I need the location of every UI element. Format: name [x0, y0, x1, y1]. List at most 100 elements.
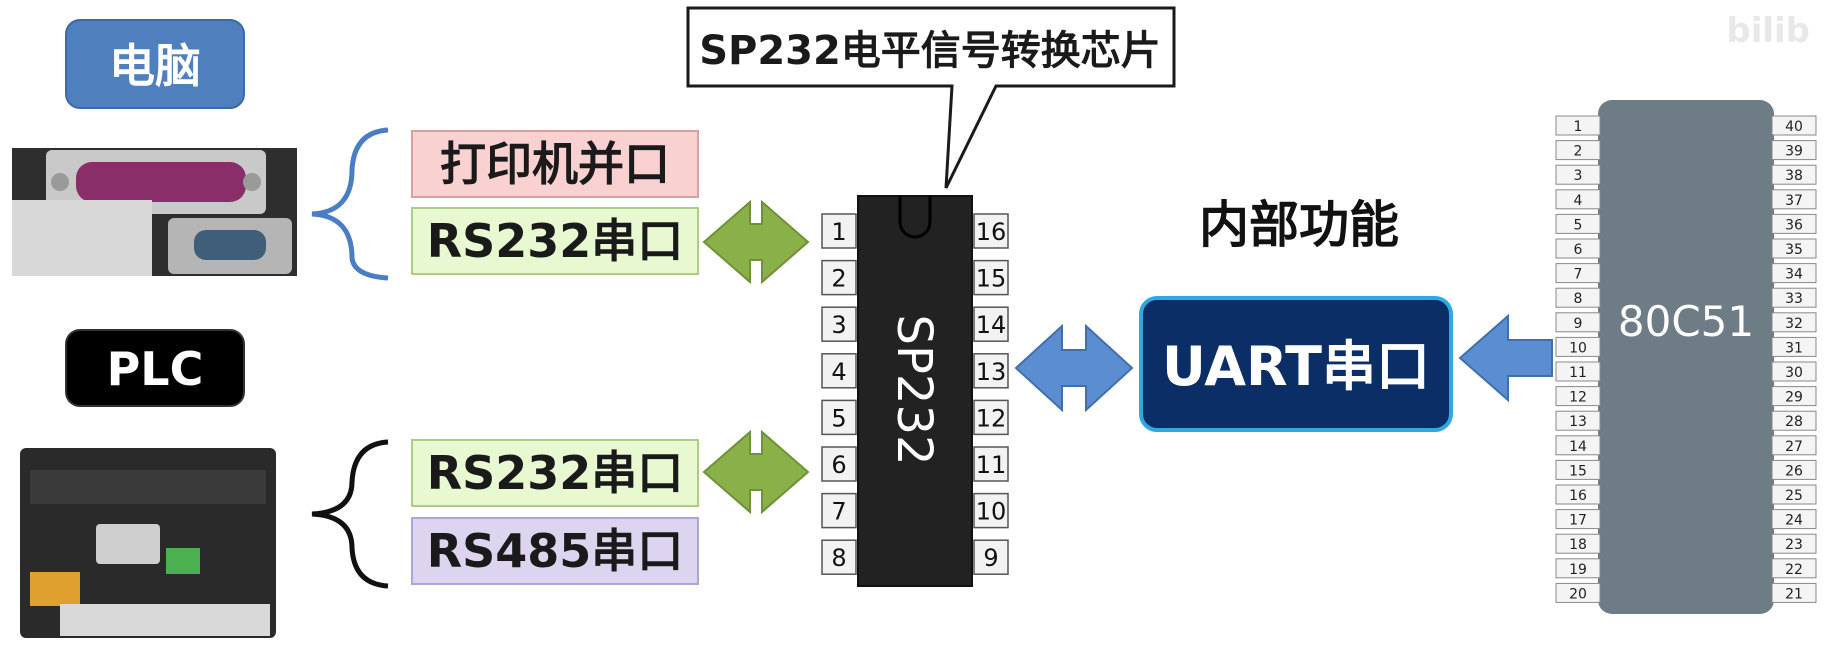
sp232-right-pin-label: 13 [976, 358, 1007, 386]
sp232-callout-text: SP232电平信号转换芯片 [699, 28, 1161, 74]
mcu-right-pin-label: 36 [1785, 217, 1803, 233]
mcu-right-pin [1771, 361, 1817, 382]
uart-label: UART串口 [1162, 335, 1430, 398]
mcu-left-pin [1555, 582, 1601, 603]
mcu-left-pin [1555, 213, 1601, 234]
mcu-left-pin-label: 8 [1574, 291, 1583, 307]
sp232-left-pin [821, 399, 857, 436]
sp232-left-pin-label: 1 [831, 218, 846, 246]
sp232-right-pin-label: 12 [976, 404, 1007, 432]
mcu-left-pin [1555, 533, 1601, 554]
mcu-right-pin-label: 35 [1785, 242, 1803, 258]
sp232-right-pin-label: 10 [976, 498, 1007, 526]
mcu-left-pin [1555, 287, 1601, 308]
mcu-right-pin-label: 25 [1785, 488, 1803, 504]
mcu-left-pin [1555, 140, 1601, 161]
plc-device-image [20, 448, 276, 638]
mcu-right-pin [1771, 386, 1817, 407]
mcu-left-pin [1555, 509, 1601, 530]
mcu-right-pin-label: 32 [1785, 316, 1803, 332]
computer-label-box [65, 19, 245, 109]
mcu-right-pin [1771, 582, 1817, 603]
mcu-left-pin-label: 11 [1569, 365, 1587, 381]
mcu-right-pin-label: 39 [1785, 144, 1803, 160]
plc-label-box [65, 329, 245, 407]
sp232-left-pin [821, 259, 857, 296]
mcu-left-pin-label: 19 [1569, 562, 1587, 578]
sp232-left-pin [821, 492, 857, 529]
mcu-left-pin-label: 18 [1569, 537, 1587, 553]
mcu-left-pin [1555, 238, 1601, 259]
sp232-left-pin-label: 8 [831, 544, 846, 572]
mcu-left-pin [1555, 336, 1601, 357]
sp232-callout-bubble [686, 6, 1176, 189]
mcu-right-pin [1771, 140, 1817, 161]
mcu-right-pin-label: 37 [1785, 193, 1803, 209]
sp232-chip-body [857, 195, 973, 587]
mcu-left-pin-label: 13 [1569, 414, 1587, 430]
mcu-right-pin-label: 27 [1785, 439, 1803, 455]
computer-port-rs232-box [411, 207, 699, 275]
mcu-right-pin [1771, 263, 1817, 284]
mcu-pins: 1234567891011121314151617181920403938373… [1555, 115, 1817, 603]
mcu-left-pin-label: 2 [1574, 144, 1583, 160]
sp232-left-pin [821, 353, 857, 389]
sp232-left-pin-label: 7 [831, 498, 846, 526]
sp232-right-pin [973, 259, 1009, 296]
uart-box [1139, 296, 1453, 432]
mcu-left-pin [1555, 312, 1601, 333]
plc-port-rs232-box [411, 439, 699, 507]
mcu-right-pin-label: 31 [1785, 340, 1803, 356]
sp232-chip-label: SP232 [886, 314, 942, 465]
sp232-left-pin-label: 4 [831, 358, 846, 386]
mcu-left-pin [1555, 484, 1601, 505]
sp232-right-pin [973, 213, 1009, 249]
mcu-left-pin-label: 12 [1569, 390, 1587, 406]
mcu-left-pin-label: 20 [1569, 586, 1587, 602]
mcu-left-pin-label: 14 [1569, 439, 1587, 455]
mcu-left-pin-label: 17 [1569, 513, 1587, 529]
mcu-right-pin-label: 22 [1785, 562, 1803, 578]
double-arrow-sp232-uart [1014, 323, 1134, 413]
mcu-left-pin-label: 4 [1574, 193, 1583, 209]
mcu-right-pin-label: 23 [1785, 537, 1803, 553]
computer-bracket [311, 127, 389, 281]
mcu-right-pin [1771, 287, 1817, 308]
mcu-left-pin [1555, 189, 1601, 210]
mcu-right-pin [1771, 189, 1817, 210]
sp232-left-pin-label: 5 [831, 404, 846, 432]
mcu-left-pin-label: 6 [1574, 242, 1583, 258]
plc-bracket [311, 439, 389, 589]
sp232-left-pin [821, 539, 857, 575]
plc-port-rs232: RS232串口 [427, 446, 684, 500]
mcu-right-pin-label: 34 [1785, 267, 1803, 283]
mcu-left-pin-label: 5 [1574, 217, 1583, 233]
mcu-right-pin-label: 38 [1785, 168, 1803, 184]
mcu-left-pin [1555, 435, 1601, 456]
computer-port-parallel: 打印机并口 [440, 137, 670, 191]
mcu-right-pin [1771, 336, 1817, 357]
sp232-right-pin [973, 399, 1009, 436]
mcu-right-pin-label: 40 [1785, 119, 1803, 135]
computer-label: 电脑 [109, 39, 201, 93]
mcu-right-pin [1771, 484, 1817, 505]
mcu-left-pin-label: 16 [1569, 488, 1587, 504]
sp232-left-pin [821, 306, 857, 342]
plc-port-rs485-box [411, 517, 699, 585]
mcu-left-pin [1555, 361, 1601, 382]
mcu-left-pin [1555, 115, 1601, 136]
mcu-right-pin [1771, 164, 1817, 185]
mcu-right-pin-label: 26 [1785, 463, 1803, 479]
sp232-right-pin [973, 306, 1009, 342]
sp232-right-pin-label: 14 [976, 311, 1007, 339]
plc-label: PLC [107, 342, 204, 396]
mcu-right-pin [1771, 312, 1817, 333]
plc-port-rs485: RS485串口 [427, 524, 684, 578]
mcu-right-pin-label: 21 [1785, 586, 1803, 602]
mcu-right-pin [1771, 533, 1817, 554]
mcu-left-pin [1555, 459, 1601, 480]
sp232-left-pin-label: 3 [831, 311, 846, 339]
mcu-right-pin [1771, 435, 1817, 456]
